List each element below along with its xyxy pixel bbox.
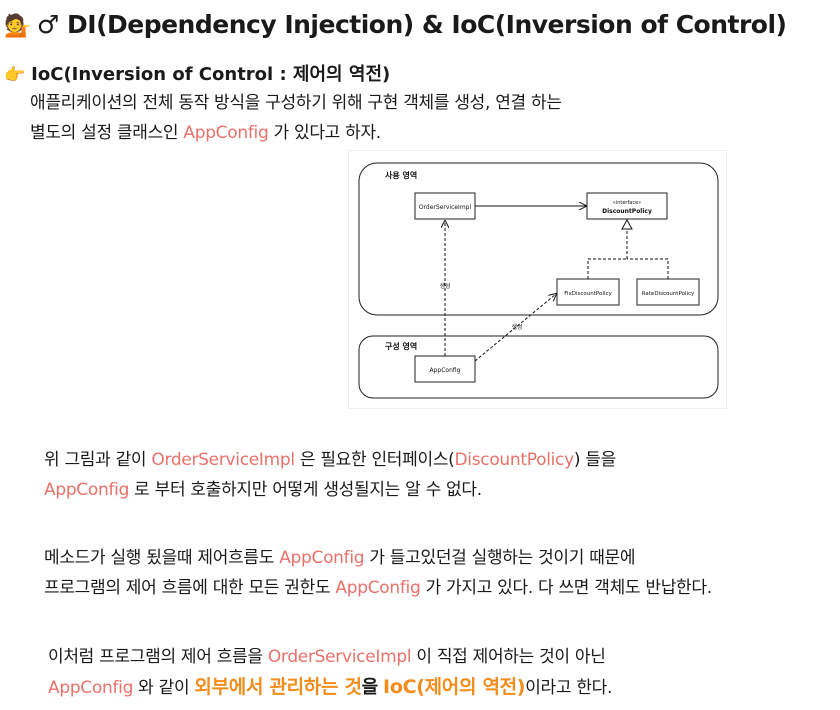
paragraph-3: 이처럼 프로그램의 제어 흐름을 OrderServiceImpl 이 직접 제… <box>48 642 612 703</box>
discount-policy-label: DiscountPolicy <box>602 208 652 215</box>
paragraph-text: 프로그램의 제어 흐름에 대한 모든 권한도 <box>44 578 336 598</box>
paragraph-3-line-2: AppConfig 와 같이 외부에서 관리하는 것을 IoC(제어의 역전)이… <box>48 672 612 703</box>
paragraph-1-line-1: 위 그림과 같이 OrderServiceImpl 은 필요한 인터페이스(Di… <box>44 445 616 475</box>
ioc-emphasis: IoC(제어의 역전) <box>383 676 526 698</box>
interface-stereotype-label: «interface» <box>613 200 641 206</box>
paragraph-text: 이라고 한다. <box>525 678 613 698</box>
paragraph-text: ) 들을 <box>573 450 616 470</box>
paragraph-text: 이 직접 제어하는 것이 아닌 <box>411 647 606 667</box>
config-area-box <box>358 335 719 399</box>
paragraph-2: 메소드가 실행 됬을때 제어흐름도 AppConfig 가 들고있던걸 실행하는… <box>44 543 712 603</box>
app-config-label: AppConfig <box>430 367 461 374</box>
paragraph-text: 은 필요한 인터페이스( <box>294 450 455 470</box>
paragraph-text: 와 같이 <box>133 678 195 698</box>
section-heading: 👉IoC(Inversion of Control : 제어의 역전) <box>4 60 390 86</box>
paragraph-2-line-2: 프로그램의 제어 흐름에 대한 모든 권한도 AppConfig 가 가지고 있… <box>44 573 712 603</box>
config-area-label: 구성 영역 <box>385 341 417 351</box>
pointing-hand-icon: 👉 <box>4 65 26 85</box>
realization-line-rate <box>627 258 669 279</box>
paragraph-text: 가 들고있던걸 실행하는 것이기 때문에 <box>364 548 636 568</box>
create-label-order-service: 생성 <box>439 282 450 290</box>
ioc-diagram: 사용 영역 구성 영역 OrderServiceImpl «interface»… <box>348 150 727 409</box>
intro-line-1: 애플리케이션의 전체 동작 방식을 구성하기 위해 구현 객체를 생성, 연결 … <box>30 93 562 113</box>
realization-line-fix <box>587 258 627 279</box>
intro-line-2: 별도의 설정 클래스인 AppConfig 가 있다고 하자. <box>30 118 562 148</box>
information-desk-person-icon: 💁 <box>4 14 31 39</box>
create-arrow-fix-discount <box>474 294 556 362</box>
paragraph-text: 가 가지고 있다. 다 쓰면 객체도 반납한다. <box>420 578 713 598</box>
discount-policy-box <box>586 192 668 220</box>
paragraph-1: 위 그림과 같이 OrderServiceImpl 은 필요한 인터페이스(Di… <box>44 445 616 505</box>
section-heading-text: IoC(Inversion of Control : 제어의 역전) <box>31 64 391 85</box>
appconfig-highlight: AppConfig <box>48 678 134 698</box>
appconfig-highlight: AppConfig <box>279 548 365 568</box>
paragraph-text: 이처럼 프로그램의 제어 흐름을 <box>48 647 268 667</box>
fix-discount-policy-box <box>556 278 620 306</box>
external-management-emphasis: 외부에서 관리하는 것 <box>194 676 362 698</box>
intro-paragraph: 애플리케이션의 전체 동작 방식을 구성하기 위해 구현 객체를 생성, 연결 … <box>30 88 562 148</box>
paragraph-text: 위 그림과 같이 <box>44 450 152 470</box>
paragraph-text: 메소드가 실행 됬을때 제어흐름도 <box>44 548 280 568</box>
paragraph-text: 로 부터 호출하지만 어떻게 생성될지는 알 수 없다. <box>129 480 482 500</box>
appconfig-highlight: AppConfig <box>183 123 269 143</box>
order-service-impl-highlight: OrderServiceImpl <box>151 450 295 470</box>
paragraph-1-line-2: AppConfig 로 부터 호출하지만 어떻게 생성될지는 알 수 없다. <box>44 475 616 505</box>
page-title-text: ♂ DI(Dependency Injection) & IoC(Inversi… <box>36 10 787 39</box>
order-service-impl-highlight: OrderServiceImpl <box>267 647 412 667</box>
discount-policy-highlight: DiscountPolicy <box>454 450 575 470</box>
fix-discount-policy-label: FixDiscountPolicy <box>564 291 612 297</box>
realization-arrowhead <box>621 218 633 230</box>
order-service-impl-label: OrderServiceImpl <box>419 204 472 211</box>
rate-discount-policy-label: RateDiscountPolicy <box>642 291 695 297</box>
create-label-fix-discount: 생성 <box>511 323 522 331</box>
paragraph-3-line-1: 이처럼 프로그램의 제어 흐름을 OrderServiceImpl 이 직접 제… <box>48 642 612 672</box>
rate-discount-policy-box <box>636 278 700 306</box>
usage-area-label: 사용 영역 <box>385 170 417 180</box>
page-title: 💁♂ DI(Dependency Injection) & IoC(Invers… <box>4 10 787 39</box>
appconfig-highlight: AppConfig <box>335 578 421 598</box>
paragraph-2-line-1: 메소드가 실행 됬을때 제어흐름도 AppConfig 가 들고있던걸 실행하는… <box>44 543 712 573</box>
intro-text: 가 있다고 하자. <box>268 123 382 143</box>
appconfig-highlight: AppConfig <box>44 480 130 500</box>
intro-text: 별도의 설정 클래스인 <box>30 123 184 143</box>
emphasis-particle: 을 <box>361 677 379 698</box>
app-config-box <box>414 355 476 383</box>
usage-area-box <box>358 162 719 316</box>
